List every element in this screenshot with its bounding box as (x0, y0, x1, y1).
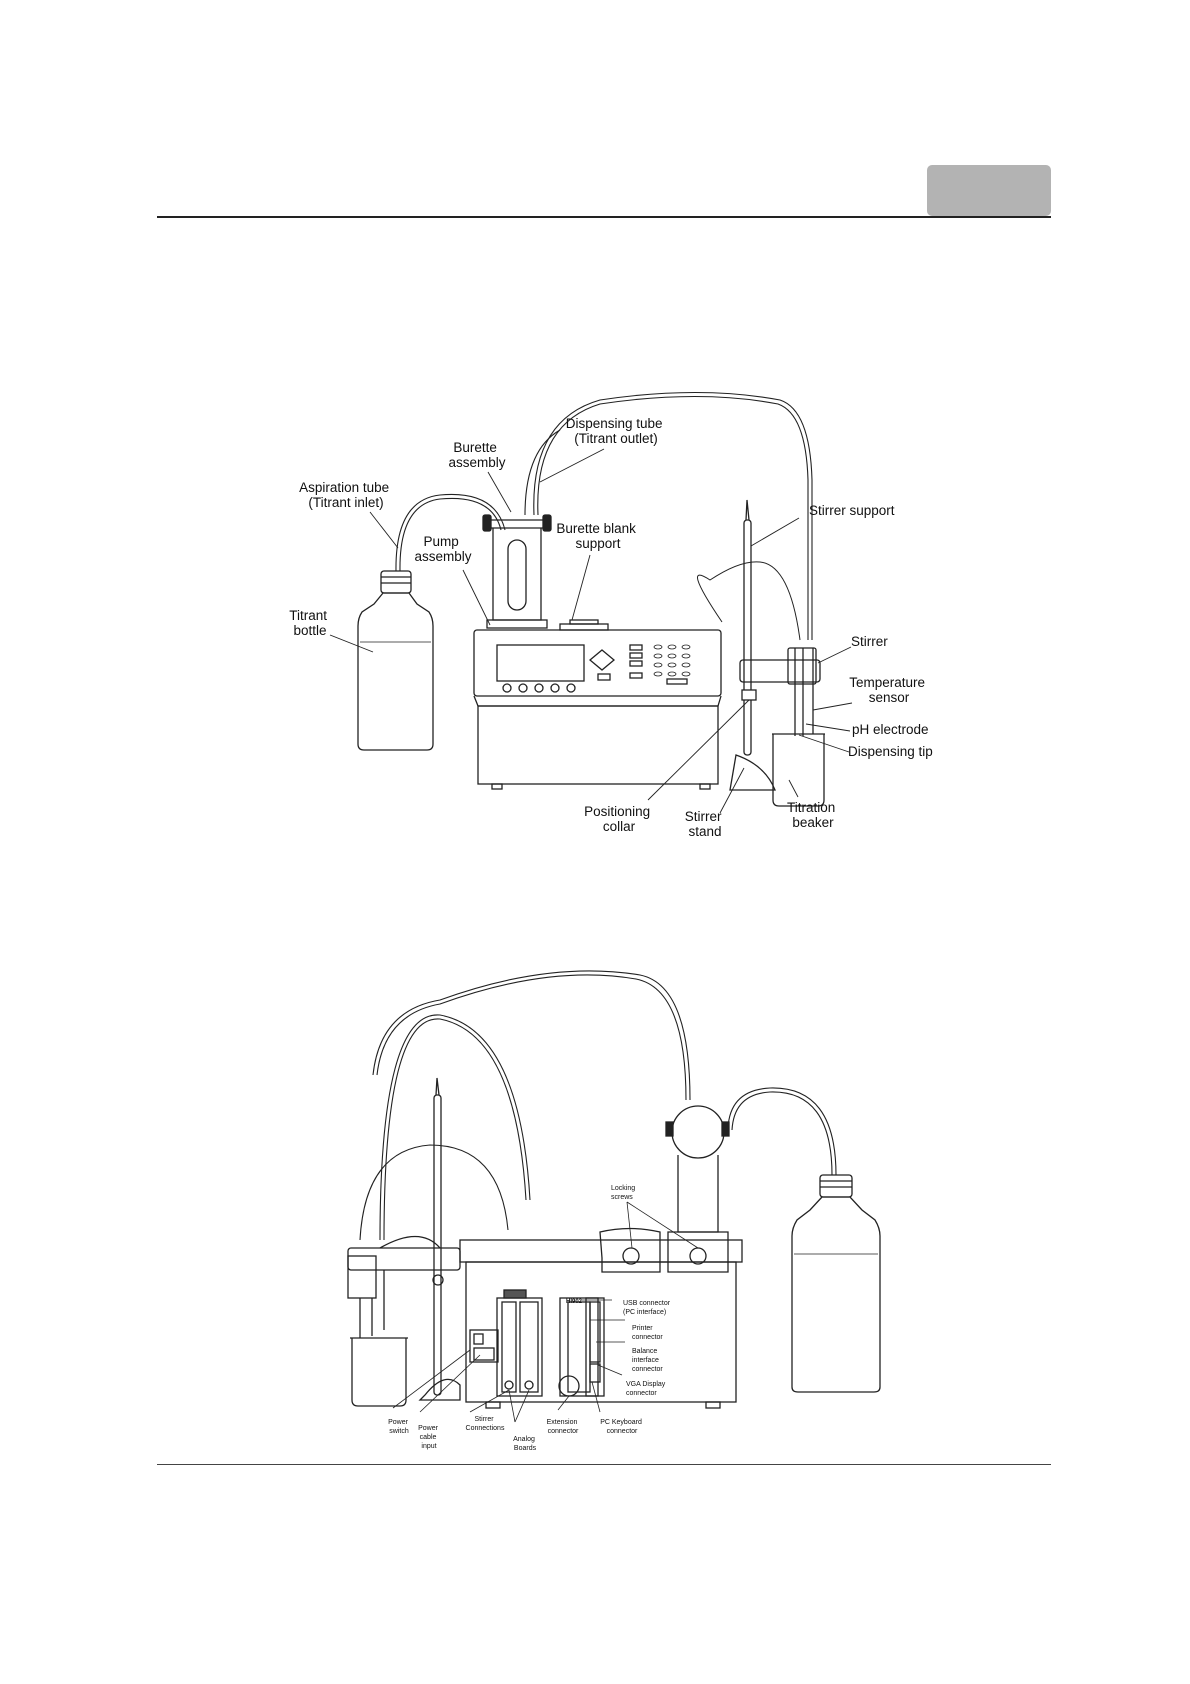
label-usb-connector: USB connector (PC interface) (623, 1300, 672, 1316)
label-pump-assembly: Pump assembly (414, 534, 471, 564)
label-balance-connector: Balance interface connector (632, 1348, 663, 1373)
label-stirrer-stand: Stirrer stand (685, 809, 726, 839)
label-positioning-collar: Positioning collar (584, 804, 654, 834)
label-vga-connector: VGA Display connector (626, 1381, 667, 1397)
label-burette-blank-support: Burette blank support (556, 521, 639, 551)
label-temperature-sensor: Temperature sensor (849, 675, 929, 705)
header-rule (157, 216, 1051, 218)
label-titration-beaker: Titration beaker (787, 800, 839, 830)
label-titrant-bottle: Titrant bottle (289, 608, 331, 638)
titrator-body-drawing (473, 629, 722, 790)
label-stirrer: Stirrer (851, 634, 888, 649)
label-pc-keyboard-connector: PC Keyboard connector (600, 1419, 644, 1435)
label-stirrer-connections: Stirrer Connections (466, 1416, 505, 1432)
chapter-tab (927, 165, 1051, 216)
label-locking-screws: Locking screws (611, 1185, 637, 1201)
footer-rule (157, 1464, 1051, 1465)
label-stirrer-support: Stirrer support (809, 503, 895, 518)
label-dispensing-tube: Dispensing tube (Titrant outlet) (566, 416, 667, 446)
label-ph-electrode: pH electrode (852, 722, 929, 737)
label-burette-assembly: Burette assembly (448, 440, 505, 470)
label-analog-boards: Analog Boards (513, 1436, 537, 1452)
label-power-cable-input: Power cable input (418, 1425, 440, 1450)
label-dispensing-tip: Dispensing tip (848, 744, 933, 759)
burette-drawing (482, 514, 552, 629)
label-power-switch: Power switch (388, 1419, 410, 1435)
rear-view-illustration (347, 970, 881, 1409)
rear-leader-lines (392, 1201, 699, 1423)
titrant-bottle-drawing (357, 570, 434, 751)
front-view-illustration (357, 391, 825, 807)
front-leader-lines (329, 448, 853, 814)
label-model-number: HI902 (566, 1299, 583, 1305)
rear-bottle-drawing (791, 1174, 881, 1393)
label-printer-connector: Printer connector (632, 1325, 663, 1341)
label-aspiration-tube: Aspiration tube (Titrant inlet) (299, 480, 393, 510)
label-extension-connector: Extension connector (547, 1419, 580, 1435)
